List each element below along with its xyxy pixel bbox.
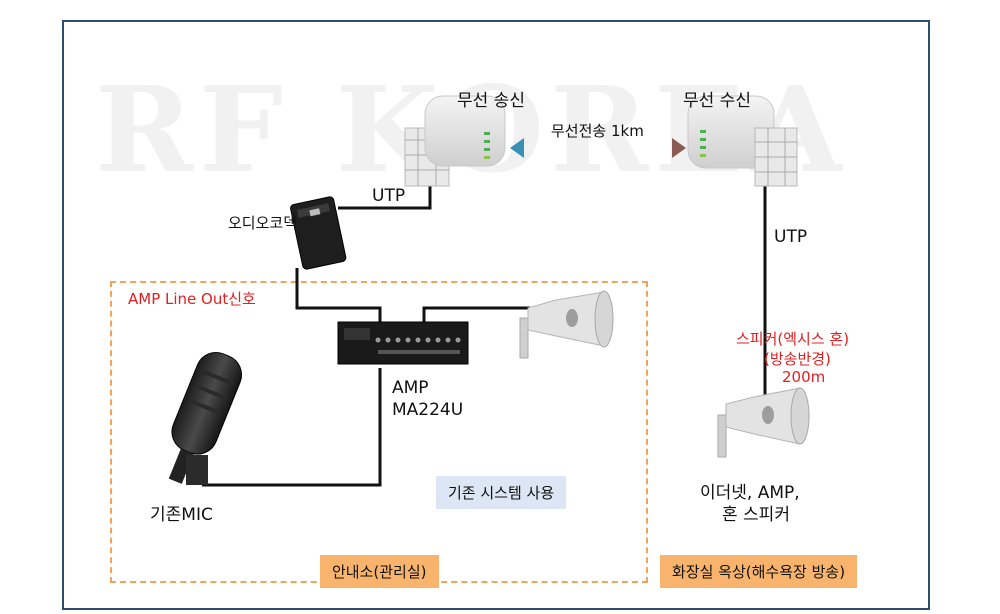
- site-office-tag: 안내소(관리실): [320, 555, 439, 588]
- diagram-frame: [62, 20, 930, 610]
- receiver-label: 무선 수신: [683, 91, 751, 111]
- amplifier-device: [337, 321, 469, 365]
- wireless-transmitter-device: [404, 95, 506, 187]
- audio-codec-device: [290, 196, 347, 270]
- utp-label-left: UTP: [372, 186, 406, 206]
- audio-codec-label: 오디오코덱: [228, 214, 298, 232]
- speaker-note-1: 스피커(엑시스 혼): [736, 330, 850, 348]
- mic-cable: [202, 368, 382, 487]
- speaker-note-3: 200m: [782, 368, 826, 386]
- speaker-note-2: (방송반경): [764, 350, 831, 368]
- microphone-mount: [186, 455, 208, 485]
- horn-speaker-local: [519, 290, 614, 359]
- amp-line-out-label: AMP Line Out신호: [128, 290, 256, 308]
- amp-model-label: MA224U: [392, 400, 464, 420]
- site-rooftop-tag: 화장실 옥상(해수욕장 방송): [660, 555, 858, 588]
- transmitter-label: 무선 송신: [457, 91, 525, 111]
- horn-speaker-remote: [717, 387, 810, 458]
- line-out-cable: [295, 268, 382, 322]
- remote-equipment-line-2: 혼 스피커: [722, 505, 790, 525]
- cables: [202, 165, 767, 487]
- utp-label-right: UTP: [774, 227, 808, 247]
- existing-system-tag: 기존 시스템 사용: [436, 476, 567, 509]
- existing-mic-label: 기존MIC: [150, 505, 213, 525]
- amp-name-label: AMP: [392, 378, 429, 398]
- wireless-link-arrow: [510, 138, 686, 158]
- remote-equipment-line-1: 이더넷, AMP,: [700, 483, 800, 503]
- wireless-link-label: 무선전송 1km: [551, 122, 644, 140]
- speaker-cable-local: [422, 306, 530, 322]
- wireless-receiver-device: [687, 95, 798, 187]
